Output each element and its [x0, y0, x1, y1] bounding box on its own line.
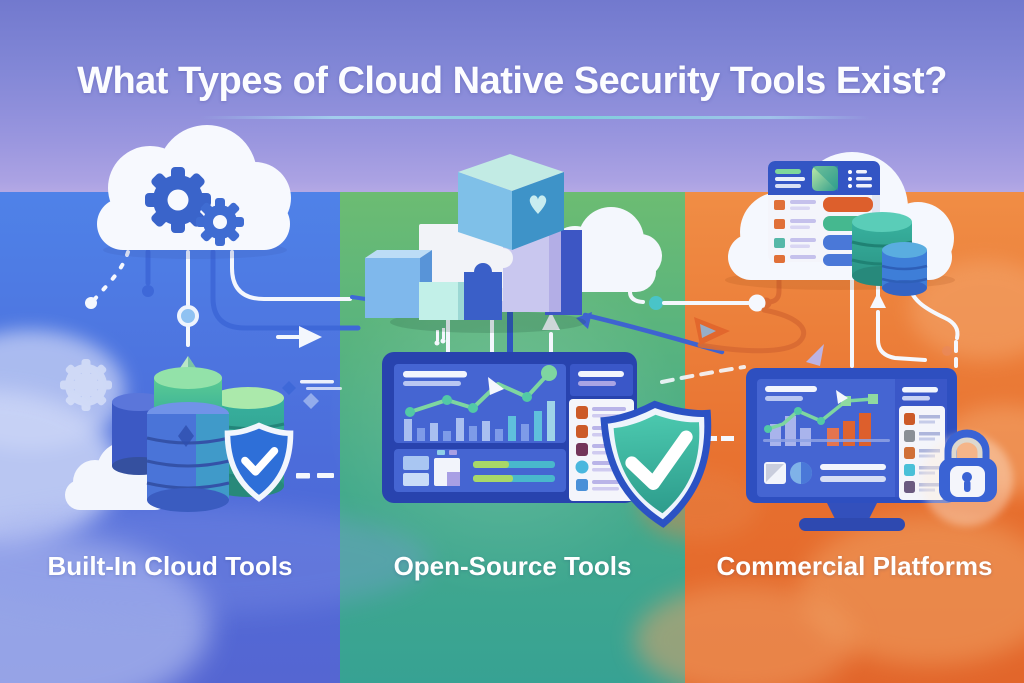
alert-list-panel — [899, 387, 945, 500]
section-label-open-source-tools: Open-Source Tools — [393, 551, 632, 581]
keyhole-icon — [962, 472, 972, 482]
monitor-base — [799, 518, 905, 531]
arrow-up-icon — [542, 312, 560, 330]
arrow-icon — [806, 344, 824, 366]
status-dot-icon — [575, 460, 589, 474]
monitor-stand — [827, 503, 877, 519]
title-divider — [200, 116, 870, 119]
line-chart-icon — [764, 390, 878, 433]
kite-icon — [576, 312, 592, 329]
puzzle-blocks-icon — [365, 154, 586, 333]
dashboard-widgets — [403, 450, 555, 486]
arrow-right-icon — [299, 326, 322, 348]
cursor-icon — [836, 390, 848, 404]
status-square-icon — [576, 479, 588, 491]
bar-chart-icon — [404, 401, 555, 441]
menu-list-icon — [848, 170, 872, 188]
lock-icon — [904, 413, 915, 425]
page-title: What Types of Cloud Native Security Tool… — [77, 60, 947, 102]
analytics-dashboard-icon — [382, 352, 637, 503]
shield-check-icon — [224, 422, 294, 502]
line-chart-icon — [405, 365, 557, 417]
checkmark-icon — [625, 430, 693, 490]
connector-lines-left — [85, 249, 436, 479]
cursor-icon — [488, 377, 504, 395]
lock-icon — [576, 443, 588, 456]
database-cylinder-front — [146, 402, 230, 512]
lock-icon — [576, 406, 588, 419]
diamond-icon — [303, 393, 319, 409]
arrow-up-icon — [870, 292, 886, 308]
monitor-dashboard-icon — [746, 368, 957, 531]
database-cylinder-blue — [881, 242, 928, 296]
dashboard-widgets — [764, 462, 886, 484]
lock-icon — [576, 425, 588, 438]
section-label-built-in-cloud-tools: Built-In Cloud Tools — [47, 551, 293, 581]
gear-outline-icon — [60, 359, 112, 411]
heart-icon — [529, 195, 547, 214]
shield-check-icon — [600, 400, 712, 528]
database-stack-icon-right — [851, 212, 928, 296]
cloud-with-gears-icon — [97, 125, 291, 259]
checkmark-icon — [241, 446, 279, 476]
diamond-icon — [282, 381, 296, 395]
padlock-icon — [921, 429, 1013, 526]
gear-icon — [196, 198, 244, 246]
gear-icon — [145, 167, 211, 233]
window-list-rows — [774, 200, 816, 263]
section-label-commercial-platforms: Commercial Platforms — [716, 551, 993, 581]
